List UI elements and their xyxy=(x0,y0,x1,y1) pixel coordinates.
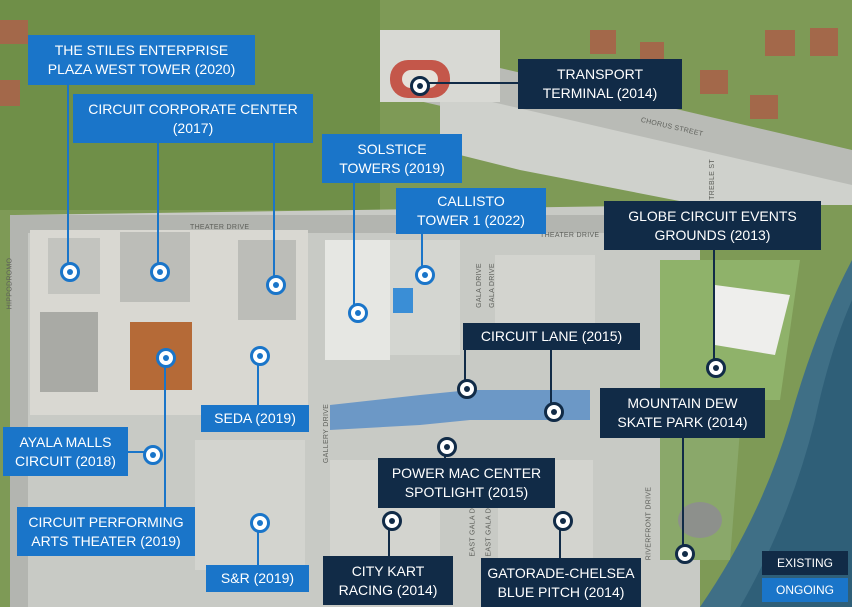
street-label-treble: TREBLE ST xyxy=(708,159,716,200)
performing-marker[interactable] xyxy=(156,348,176,368)
street-label-theater-east: THEATER DRIVE xyxy=(540,232,600,239)
circuit-lane-leader xyxy=(464,350,466,385)
skate-bowl xyxy=(678,502,722,538)
callisto-marker[interactable] xyxy=(415,265,435,285)
solstice-marker[interactable] xyxy=(348,303,368,323)
street-label-gala-2: GALA DRIVE xyxy=(488,263,496,308)
label-snr[interactable]: S&R (2019) xyxy=(206,565,309,592)
label-seda[interactable]: SEDA (2019) xyxy=(201,405,309,432)
ayala-marker[interactable] xyxy=(143,445,163,465)
street-label-riverfront: RIVERFRONT DRIVE xyxy=(645,486,653,561)
gatorade-leader xyxy=(559,518,561,558)
city-kart-leader xyxy=(388,518,390,556)
snr-leader xyxy=(257,520,259,565)
skate-park-marker[interactable] xyxy=(675,544,695,564)
street-label-hippodromo: HIPPODROMO xyxy=(6,257,14,310)
ayala-leader xyxy=(128,451,150,453)
skate-park-leader xyxy=(682,438,684,550)
street-label-gala-1: GALA DRIVE xyxy=(475,263,483,308)
circuit-lane-marker[interactable] xyxy=(457,379,477,399)
city-kart-marker[interactable] xyxy=(382,511,402,531)
snr-marker[interactable] xyxy=(250,513,270,533)
stiles-leader xyxy=(67,85,69,268)
corporate-marker[interactable] xyxy=(150,262,170,282)
label-circuit-lane[interactable]: CIRCUIT LANE (2015) xyxy=(463,323,640,350)
globe-marker[interactable] xyxy=(706,358,726,378)
pool xyxy=(393,288,413,313)
seda-marker[interactable] xyxy=(250,346,270,366)
street-label-gallery: GALLERY DRIVE xyxy=(323,403,331,464)
solstice-leader xyxy=(353,183,355,309)
gatorade-marker[interactable] xyxy=(553,511,573,531)
transport-marker[interactable] xyxy=(410,76,430,96)
legend-ongoing: ONGOING xyxy=(762,578,848,602)
street-label-theater-west: THEATER DRIVE xyxy=(190,224,250,231)
seda-leader xyxy=(257,355,259,405)
circuit-lane-leader-2 xyxy=(550,350,552,408)
corporate-leader-2 xyxy=(273,143,275,281)
globe-leader xyxy=(713,250,715,364)
transport-leader xyxy=(417,82,519,84)
performing-leader xyxy=(164,357,166,507)
corporate-marker-2[interactable] xyxy=(266,275,286,295)
circuit-lane-marker-2[interactable] xyxy=(544,402,564,422)
callisto-leader xyxy=(421,233,423,271)
circuit-lane-water xyxy=(330,390,590,430)
legend-existing: EXISTING xyxy=(762,551,848,575)
power-mac-marker[interactable] xyxy=(437,437,457,457)
stiles-marker[interactable] xyxy=(60,262,80,282)
label-corporate[interactable]: CIRCUIT CORPORATE CENTER(2017) xyxy=(73,94,313,143)
events-tent xyxy=(715,285,790,355)
corporate-leader xyxy=(157,143,159,268)
